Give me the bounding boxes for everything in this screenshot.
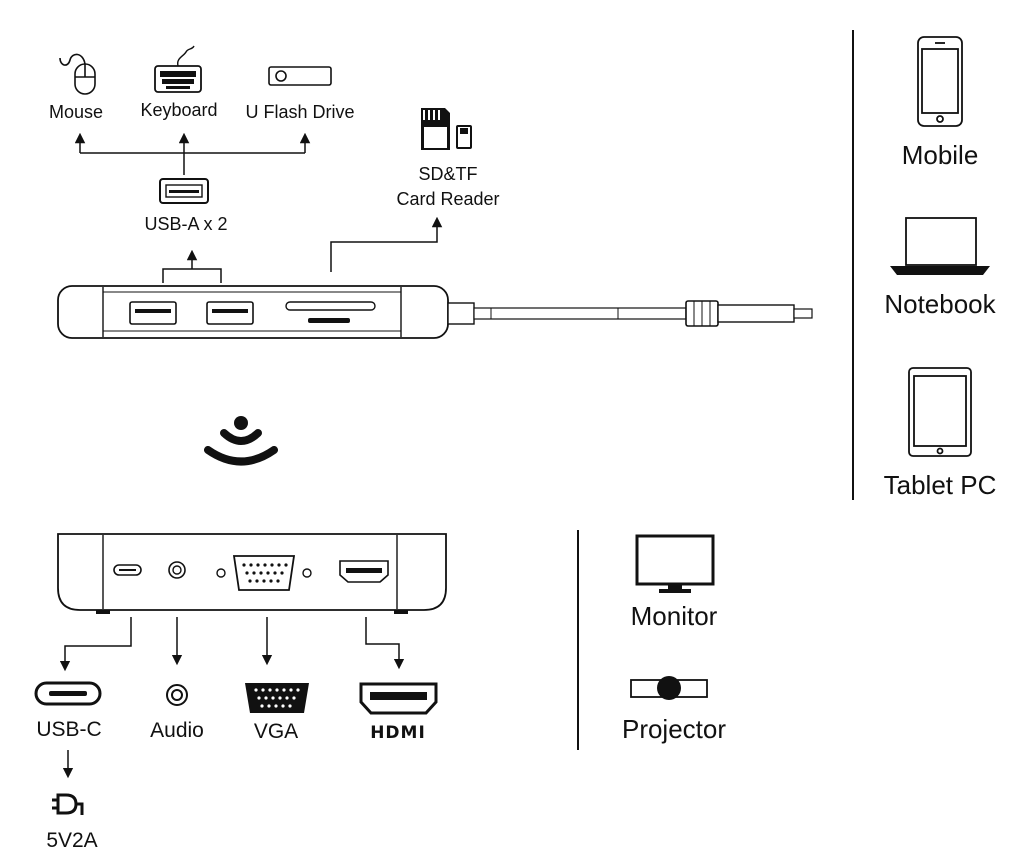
vga-port-icon xyxy=(245,683,309,713)
vga-label: VGA xyxy=(253,720,299,743)
hub-front-view xyxy=(57,533,447,614)
card-reader-connector-line xyxy=(330,216,443,272)
display-label-monitor: Monitor xyxy=(630,601,718,631)
mouse-icon xyxy=(59,53,96,95)
host-device-label-tablet: Tablet PC xyxy=(883,470,997,500)
hdmi-logo: HDMI xyxy=(370,723,426,743)
card-slots xyxy=(285,301,376,323)
usb-a-port-1 xyxy=(129,301,177,325)
usb-a-port-2 xyxy=(206,301,254,325)
usb-c-label: USB-C xyxy=(36,718,102,741)
wireless-signal-icon xyxy=(204,416,278,466)
keyboard-icon xyxy=(154,45,202,93)
hdmi-port-icon xyxy=(359,682,438,715)
projector-icon xyxy=(630,676,708,700)
host-device-label-mobile: Mobile xyxy=(901,140,979,170)
keyboard-label: Keyboard xyxy=(140,100,218,120)
usb-a-port-icon xyxy=(159,178,209,204)
usb-a-bracket-line xyxy=(162,268,222,283)
hub-vga-port xyxy=(216,555,312,591)
card-reader-label-line1: SD&TF xyxy=(418,164,478,184)
mouse-label: Mouse xyxy=(48,102,104,122)
hub-usb-c-port xyxy=(113,564,142,576)
tablet-icon xyxy=(908,367,972,457)
hub-side-view xyxy=(57,285,813,339)
bottom-port-connector-lines xyxy=(59,617,405,779)
card-reader-label-line2: Card Reader xyxy=(396,189,500,209)
usb-a-connector-lines xyxy=(74,132,311,175)
power-plug-icon xyxy=(52,793,84,815)
notebook-icon xyxy=(890,217,990,275)
mobile-phone-icon xyxy=(917,36,963,127)
host-device-label-notebook: Notebook xyxy=(884,289,996,319)
flash-drive-label: U Flash Drive xyxy=(245,102,355,122)
audio-jack-icon xyxy=(166,684,188,706)
usb-a-label: USB-A x 2 xyxy=(144,214,228,234)
usb-flash-drive-icon xyxy=(268,66,332,86)
hub-audio-port xyxy=(168,561,186,579)
monitor-icon xyxy=(635,534,715,593)
power-label: 5V2A xyxy=(46,829,98,852)
hub-hdmi-port xyxy=(339,560,389,583)
usb-c-port-icon xyxy=(34,681,102,706)
display-label-projector: Projector xyxy=(621,714,727,744)
sd-tf-card-icon xyxy=(421,108,472,150)
audio-label: Audio xyxy=(150,719,204,742)
